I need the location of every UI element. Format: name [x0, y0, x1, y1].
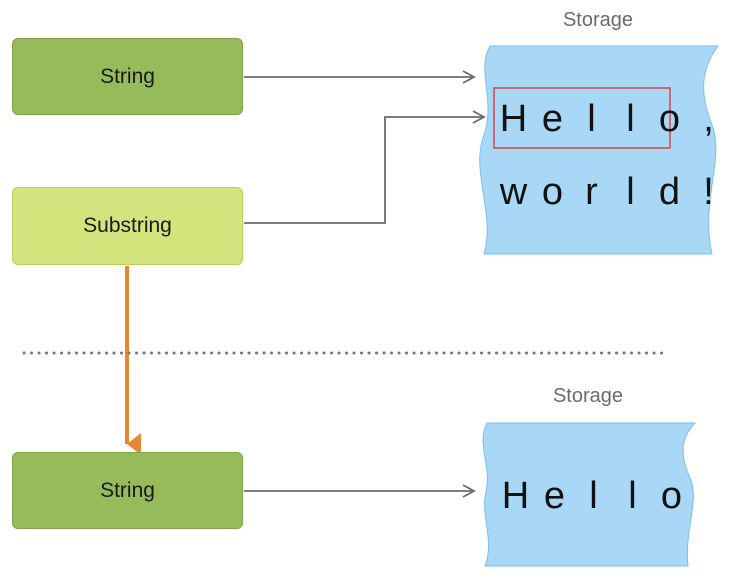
char: e [543, 475, 566, 517]
top-storage-blob [479, 45, 719, 255]
char: l [589, 475, 598, 517]
char: o [660, 475, 683, 517]
char: e [541, 98, 564, 140]
substring-to-storage-arrow [244, 110, 486, 224]
string-box: String [12, 38, 243, 115]
char: o [541, 171, 564, 213]
new-string-box-label: String [100, 478, 155, 502]
char: l [626, 171, 635, 213]
top-storage-label: Storage [562, 9, 634, 31]
substring-box-label: Substring [83, 214, 172, 237]
char: H [499, 98, 528, 140]
char: l [587, 98, 596, 140]
char: l [628, 475, 637, 517]
char: , [703, 98, 714, 140]
hello-highlight [493, 87, 671, 149]
new-string-box: String [12, 452, 243, 529]
substring-box: Substring [12, 187, 243, 265]
bottom-storage-label: Storage [552, 385, 624, 407]
char: ! [703, 171, 714, 213]
bottom-storage-blob [482, 422, 697, 567]
char: d [658, 171, 681, 213]
char: l [626, 98, 635, 140]
char: H [501, 475, 530, 517]
char: r [585, 171, 598, 213]
char: o [658, 98, 681, 140]
char: w [499, 171, 528, 213]
string-box-label: String [100, 64, 155, 88]
